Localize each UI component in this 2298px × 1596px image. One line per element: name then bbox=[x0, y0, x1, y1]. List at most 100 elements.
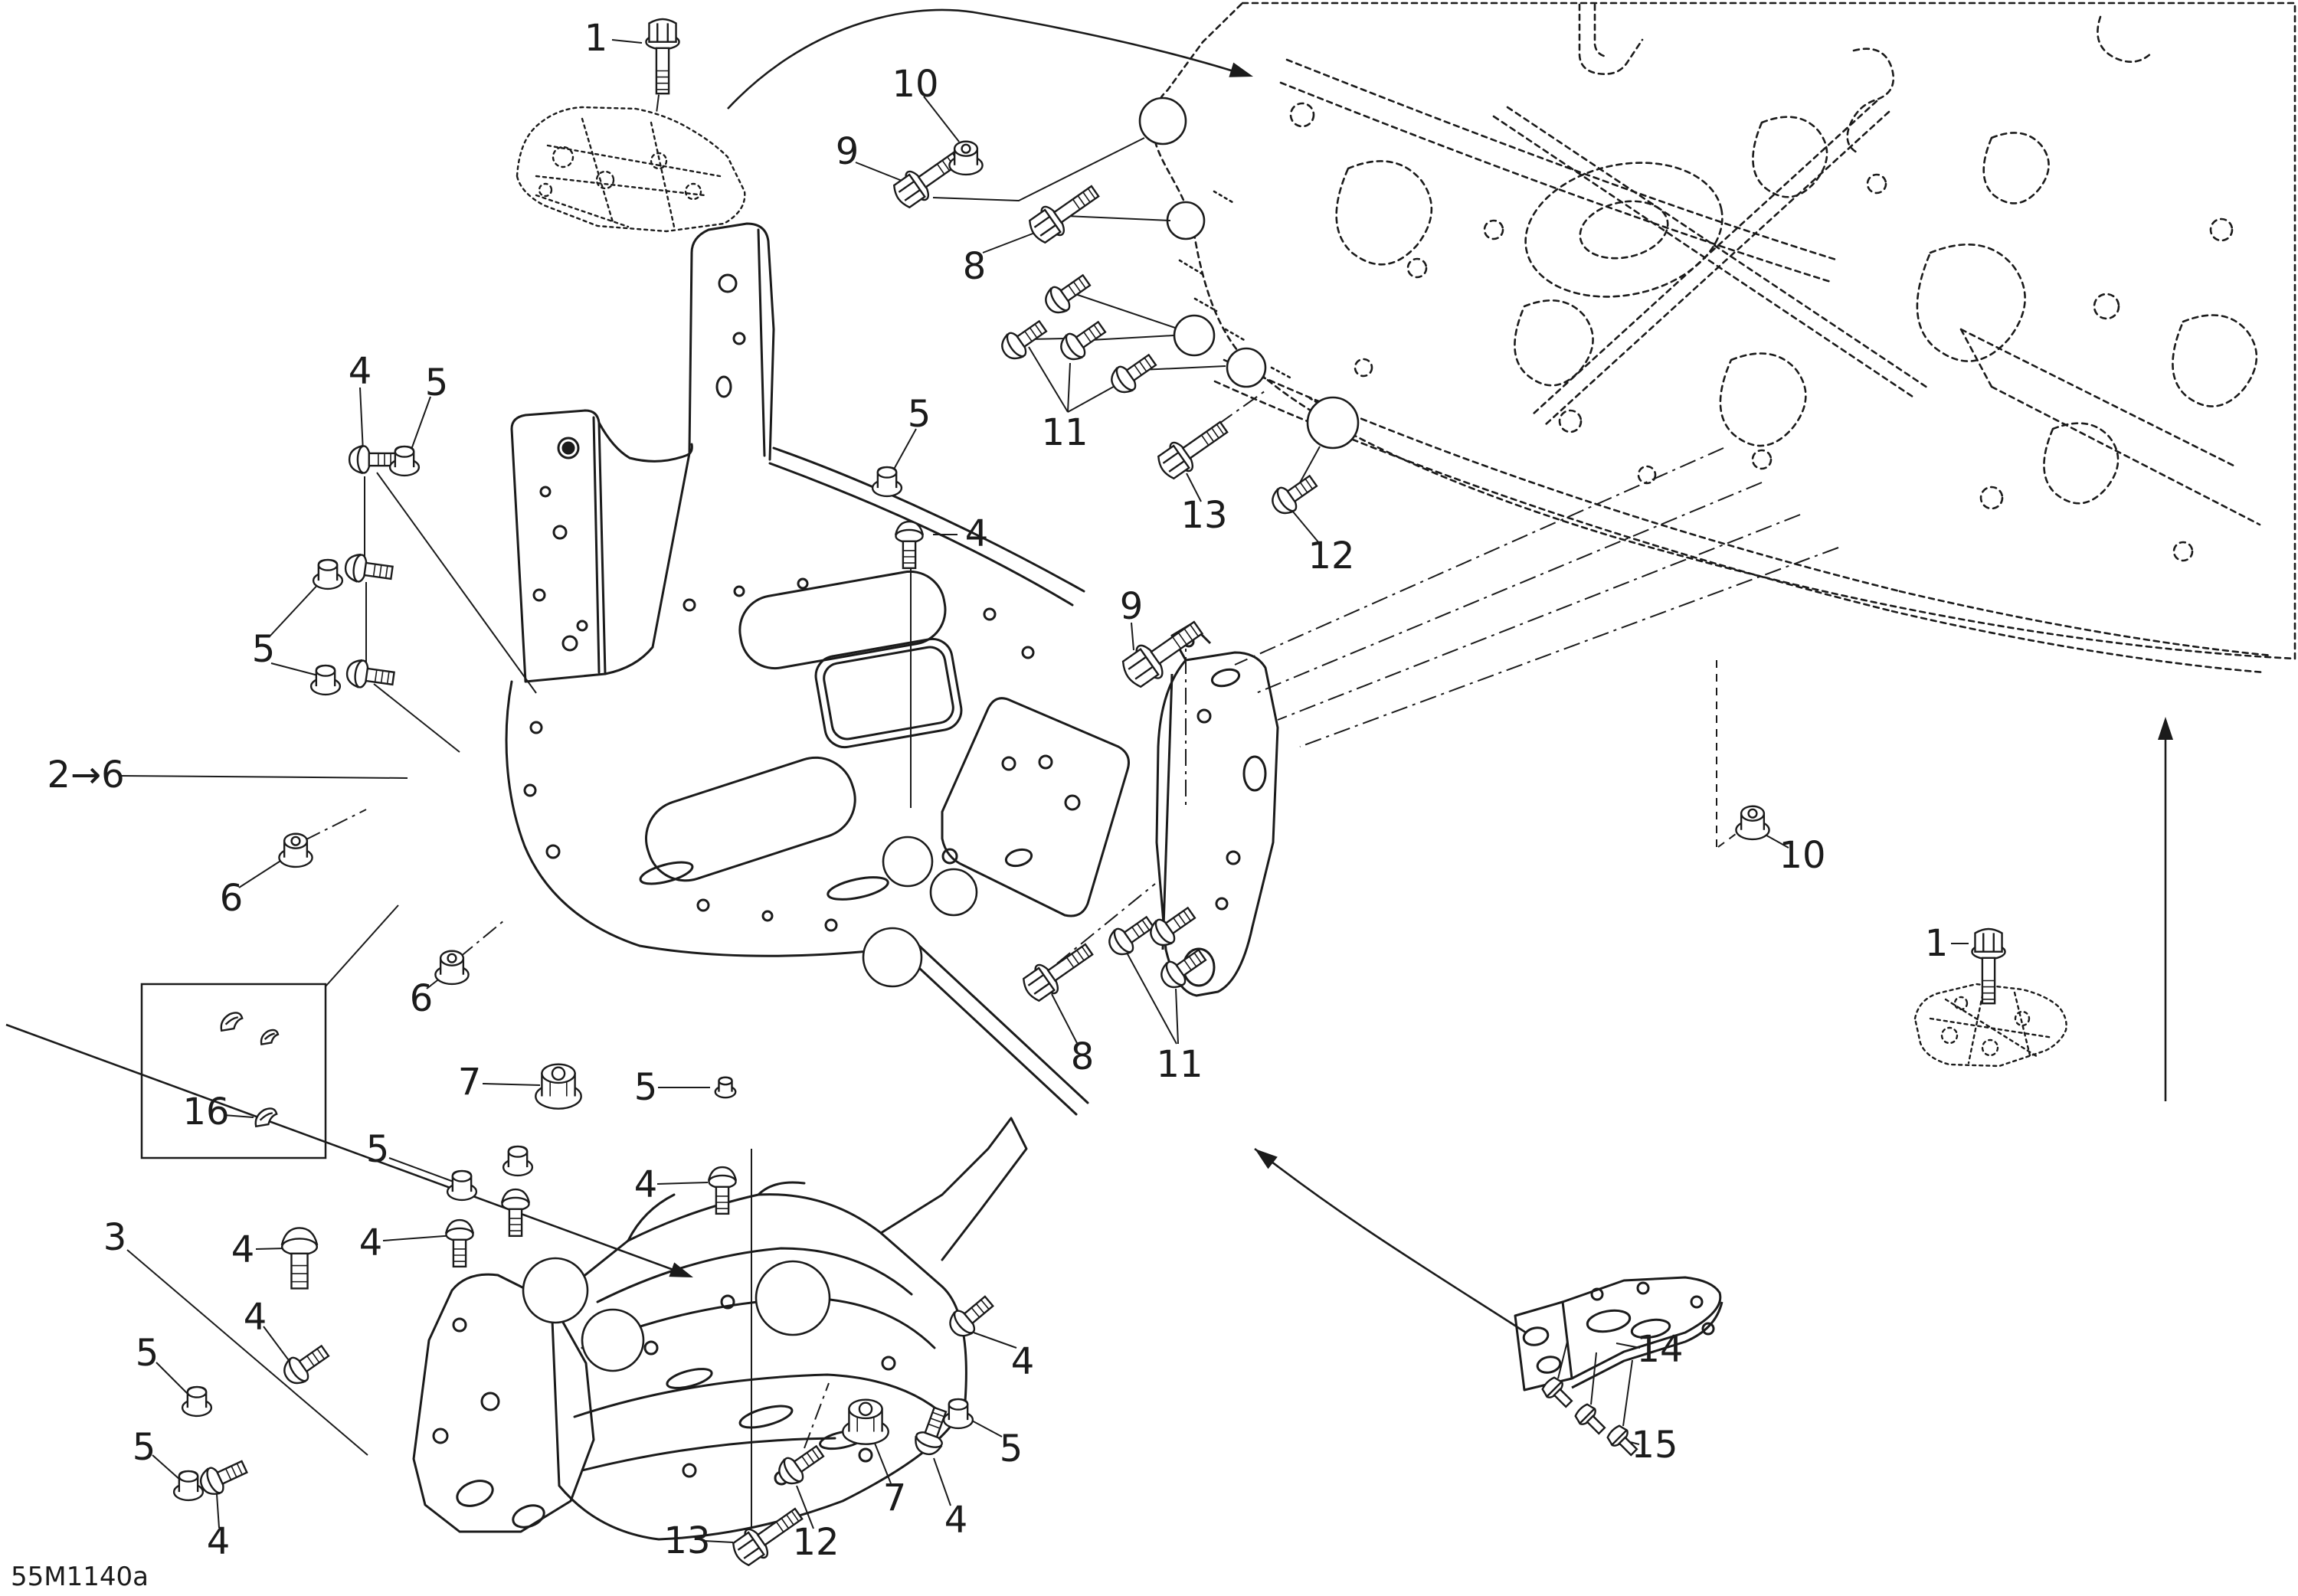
leader-line bbox=[120, 775, 408, 779]
capnut-icon bbox=[871, 466, 903, 498]
leader-line bbox=[891, 428, 917, 474]
leader-line bbox=[923, 96, 960, 142]
callout-4: 4 bbox=[965, 512, 989, 555]
leader-line bbox=[373, 683, 460, 753]
callout-4: 4 bbox=[349, 350, 372, 393]
callout-10: 10 bbox=[1779, 834, 1825, 877]
leader-line bbox=[933, 1457, 951, 1506]
assembly-pointer bbox=[5, 1023, 689, 1277]
assembly-pointer-head bbox=[669, 1262, 693, 1277]
callout-7: 7 bbox=[883, 1477, 907, 1519]
panbolt-icon bbox=[345, 659, 395, 688]
leader-line bbox=[796, 1485, 814, 1529]
callout-3: 3 bbox=[103, 1216, 127, 1259]
leader-line bbox=[263, 1326, 291, 1363]
panbolt-icon bbox=[707, 1166, 738, 1215]
leader-line bbox=[982, 231, 1039, 253]
panbolt-icon bbox=[348, 444, 398, 475]
leader-line bbox=[1064, 215, 1171, 221]
leader-line bbox=[1175, 988, 1179, 1045]
balloon-circle bbox=[882, 836, 934, 888]
balloon-circle bbox=[755, 1260, 831, 1336]
panbolt-icon bbox=[778, 1444, 825, 1485]
balloon-circle bbox=[929, 868, 978, 917]
balloon-circle bbox=[1138, 96, 1187, 146]
leader-line bbox=[1298, 446, 1321, 485]
callout-12: 12 bbox=[792, 1521, 839, 1564]
callout-4: 4 bbox=[207, 1520, 231, 1563]
damper-plate-top bbox=[516, 106, 746, 233]
leader-line bbox=[382, 1235, 455, 1241]
callout-5: 5 bbox=[908, 393, 931, 436]
leader-line bbox=[216, 1493, 220, 1529]
leader-line bbox=[1255, 482, 1763, 694]
hexbolt-icon bbox=[1022, 943, 1094, 1002]
panbolt-icon bbox=[280, 1227, 319, 1290]
callout-2→6: 2→6 bbox=[47, 754, 124, 796]
panbolt-icon bbox=[949, 1295, 994, 1337]
capnut-icon bbox=[312, 558, 344, 590]
leader-line bbox=[408, 396, 431, 456]
callout-5: 5 bbox=[425, 361, 449, 404]
leader-line bbox=[968, 1418, 1003, 1437]
bignut-icon bbox=[535, 1063, 582, 1110]
callout-4: 4 bbox=[231, 1228, 255, 1271]
screw-icon bbox=[1606, 1424, 1638, 1457]
balloon-circle bbox=[581, 1308, 645, 1372]
balloon-circle bbox=[1166, 201, 1206, 240]
flangenut-icon bbox=[278, 832, 313, 868]
callout-5: 5 bbox=[136, 1332, 159, 1375]
damper-plate-right bbox=[1913, 983, 2067, 1068]
callout-7: 7 bbox=[458, 1061, 482, 1104]
flangenut-icon bbox=[434, 950, 470, 986]
leader-line bbox=[304, 809, 367, 841]
callout-14: 14 bbox=[1636, 1328, 1683, 1371]
bracket-position-curve bbox=[1254, 1147, 1527, 1334]
bignut-icon bbox=[842, 1398, 889, 1445]
leader-line bbox=[270, 662, 322, 677]
leader-line bbox=[611, 39, 643, 44]
panbolt-icon bbox=[199, 1460, 248, 1495]
hexbolt-icon bbox=[645, 18, 680, 95]
panbolt-icon bbox=[1108, 915, 1155, 956]
callout-5: 5 bbox=[366, 1128, 390, 1171]
front-bulkhead-panel bbox=[505, 222, 1130, 1116]
callout-15: 15 bbox=[1631, 1424, 1678, 1467]
bracket-position-curve-head bbox=[1255, 1149, 1278, 1169]
callout-9: 9 bbox=[836, 130, 859, 173]
capnut-icon bbox=[172, 1470, 205, 1502]
leader-line bbox=[223, 1114, 254, 1118]
clip-icon bbox=[260, 1029, 280, 1046]
capnut-icon bbox=[388, 445, 421, 477]
leader-line bbox=[388, 1157, 454, 1182]
balloon-circle bbox=[522, 1257, 589, 1324]
part-code: 55M1140a bbox=[11, 1562, 149, 1592]
flangenut-icon bbox=[1735, 805, 1770, 841]
leader-line bbox=[1557, 1341, 1568, 1379]
clip-icon bbox=[254, 1107, 278, 1128]
callout-4: 4 bbox=[634, 1163, 658, 1206]
hexbolt-icon bbox=[732, 1507, 804, 1567]
callout-1: 1 bbox=[584, 17, 608, 60]
leader-line bbox=[1141, 365, 1226, 371]
panbolt-icon bbox=[500, 1188, 531, 1238]
callout-12: 12 bbox=[1308, 535, 1354, 577]
screw-icon bbox=[1541, 1376, 1573, 1408]
callout-6: 6 bbox=[220, 877, 244, 920]
leader-line bbox=[1090, 335, 1174, 341]
capnut-icon bbox=[181, 1385, 213, 1418]
leader-line bbox=[126, 1249, 368, 1456]
capnut-icon bbox=[502, 1145, 534, 1177]
panbolt-icon bbox=[283, 1344, 330, 1385]
leader-line bbox=[1291, 510, 1320, 544]
callout-4: 4 bbox=[944, 1499, 968, 1542]
callout-1: 1 bbox=[1925, 922, 1949, 965]
panbolt-icon bbox=[1272, 474, 1318, 515]
callout-4: 4 bbox=[244, 1296, 267, 1339]
callout-5: 5 bbox=[634, 1066, 658, 1109]
balloon-circle bbox=[862, 927, 923, 988]
leader-line bbox=[1028, 346, 1069, 413]
